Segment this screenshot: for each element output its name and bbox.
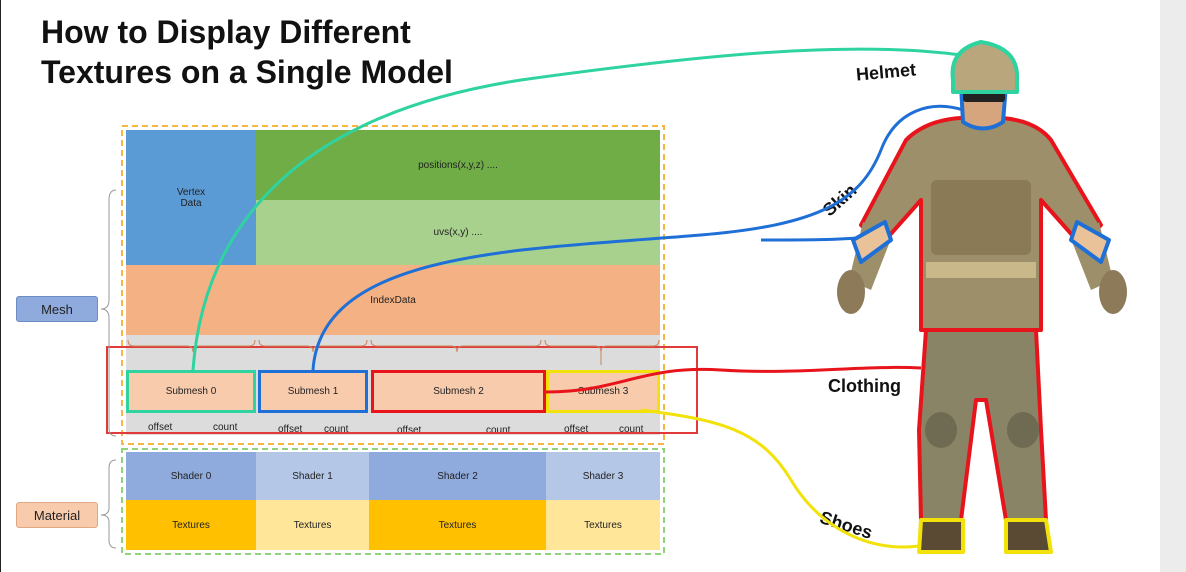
textures-0-label: Textures — [172, 519, 210, 531]
submesh-1-count: count — [324, 424, 349, 435]
shader-3: Shader 3 — [546, 452, 660, 500]
mesh-label-text: Mesh — [41, 301, 73, 317]
clothing-label: Clothing — [828, 376, 901, 396]
index-data-label: IndexData — [370, 294, 416, 306]
right-scrollbar-area — [1160, 0, 1186, 572]
vertex-data-label-1: Vertex — [176, 186, 206, 198]
slide: How to Display Different Textures on a S… — [0, 0, 1127, 572]
submesh-0: Submesh 0 — [126, 370, 256, 413]
submesh-2-offset: offset — [397, 425, 422, 436]
textures-0: Textures — [126, 500, 256, 550]
material-dashed-frame — [121, 448, 665, 555]
skin-connector-face — [311, 104, 964, 371]
submesh-3-offset: offset — [564, 424, 589, 435]
uvs-block: uvs(x,y) .... — [256, 200, 660, 265]
helmet-connector — [191, 47, 962, 371]
submesh-1-offset: offset — [278, 424, 303, 435]
mesh-brace — [100, 189, 117, 437]
title-line-1: How to Display Different — [41, 14, 411, 50]
vertex-data-block: Vertex Data — [126, 130, 256, 265]
title-line-2: Textures on a Single Model — [41, 54, 453, 90]
slide-title: How to Display Different Textures on a S… — [41, 12, 561, 92]
shader-0-label: Shader 0 — [170, 470, 212, 482]
soldier-figure — [837, 40, 1127, 554]
submesh-1: Submesh 1 — [258, 370, 368, 413]
material-label-text: Material — [33, 507, 81, 523]
shader-1: Shader 1 — [256, 452, 369, 500]
textures-3-label: Textures — [584, 519, 622, 531]
material-label: Material — [16, 502, 98, 528]
submesh-highlight-frame — [106, 346, 698, 434]
textures-1: Textures — [256, 500, 369, 550]
submesh-0-label: Submesh 0 — [165, 386, 217, 397]
index-brace-0 — [127, 339, 256, 353]
uvs-label: uvs(x,y) .... — [433, 227, 483, 238]
shader-2: Shader 2 — [369, 452, 546, 500]
clothing-connector — [545, 365, 922, 394]
submesh-3-count: count — [619, 424, 644, 435]
index-brace-2 — [370, 339, 542, 353]
index-brace-1 — [258, 339, 368, 353]
submesh-2-label: Submesh 2 — [433, 386, 484, 397]
textures-1-label: Textures — [293, 519, 332, 531]
shader-3-label: Shader 3 — [582, 470, 624, 482]
positions-block: positions(x,y,z) .... — [256, 130, 660, 200]
submesh-2: Submesh 2 — [371, 370, 546, 413]
shader-0: Shader 0 — [126, 452, 256, 500]
positions-label: positions(x,y,z) .... — [418, 159, 498, 171]
shader-2-label: Shader 2 — [437, 470, 478, 482]
submesh-0-count: count — [213, 422, 238, 433]
submesh-0-offset: offset — [148, 422, 173, 433]
shoes-connector — [640, 408, 920, 549]
skin-connector-arm — [760, 236, 857, 242]
textures-3: Textures — [546, 500, 660, 550]
textures-2-label: Textures — [438, 519, 477, 531]
mesh-dashed-frame — [121, 125, 665, 445]
submesh-3-label: Submesh 3 — [577, 386, 629, 397]
submesh-2-count: count — [486, 425, 511, 436]
submesh-1-label: Submesh 1 — [287, 386, 339, 397]
textures-2: Textures — [369, 500, 546, 550]
vertex-data-label-2: Data — [180, 197, 202, 209]
shader-1-label: Shader 1 — [292, 470, 333, 482]
diagram-overlay — [100, 40, 1127, 555]
mesh-label: Mesh — [16, 296, 98, 322]
material-brace — [100, 459, 117, 549]
